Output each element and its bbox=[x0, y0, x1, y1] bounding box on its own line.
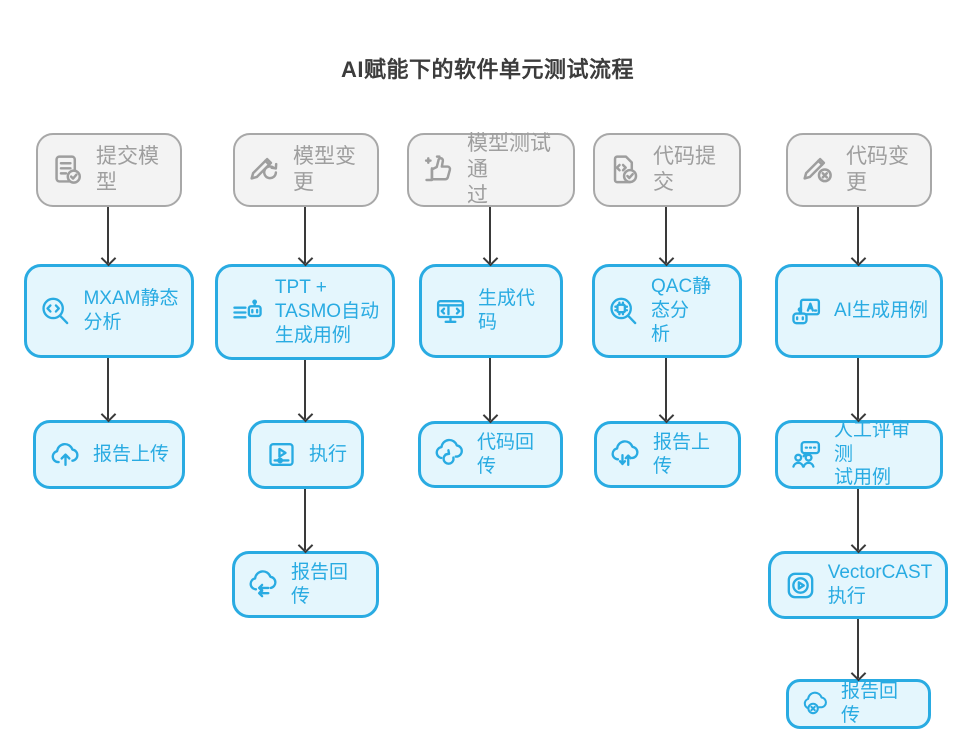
node-label: 模型变更 bbox=[293, 144, 356, 194]
flow-arrow bbox=[297, 489, 313, 554]
node-model-test-passed: 模型测试通 过 bbox=[407, 131, 575, 208]
cloud-x-icon bbox=[801, 690, 830, 719]
node-report-upload-2: 报告上传 bbox=[594, 421, 741, 488]
page-title: AI赋能下的软件单元测试流程 bbox=[340, 57, 634, 82]
node-report-return-1: 报告回传 bbox=[232, 551, 379, 618]
node-label: QAC静态分 析 bbox=[651, 276, 712, 345]
code-search-icon bbox=[39, 295, 72, 328]
node-label: 模型测试通 过 bbox=[467, 131, 551, 208]
node-label: 执行 bbox=[308, 443, 347, 465]
cloud-updown-icon bbox=[609, 438, 642, 471]
test-list-robot-icon bbox=[231, 296, 264, 329]
flow-arrow bbox=[297, 207, 313, 267]
flow-arrow bbox=[850, 207, 866, 267]
node-report-return-2: 报告回传 bbox=[786, 679, 931, 729]
node-code-commit: 代码提交 bbox=[593, 133, 741, 207]
thumbs-up-icon bbox=[421, 153, 456, 188]
people-review-icon bbox=[790, 438, 823, 471]
node-report-upload-1: 报告上传 bbox=[33, 420, 185, 489]
node-mxam-static-analysis: MXAM静态 分析 bbox=[24, 264, 194, 358]
flow-arrow bbox=[297, 360, 313, 423]
node-label: 报告回传 bbox=[291, 561, 349, 607]
flow-arrow bbox=[100, 207, 116, 267]
chip-search-icon bbox=[607, 295, 640, 328]
node-tpt-tasmo-generate: TPT + TASMO自动 生成用例 bbox=[215, 264, 395, 360]
flow-arrow bbox=[658, 207, 674, 267]
node-submit-model: 提交模型 bbox=[36, 133, 182, 207]
node-execute: 执行 bbox=[248, 420, 364, 489]
flow-arrow bbox=[482, 207, 498, 267]
node-label: 提交模型 bbox=[96, 144, 159, 194]
node-code-return: 代码回传 bbox=[418, 421, 563, 488]
node-vectorcast-execute: VectorCAST 执行 bbox=[768, 551, 948, 619]
robot-screen-icon bbox=[790, 295, 823, 328]
pencil-x-icon bbox=[800, 153, 835, 188]
node-label: 生成代码 bbox=[478, 288, 536, 333]
node-label: 代码变更 bbox=[846, 144, 909, 194]
play-app-icon bbox=[784, 569, 817, 602]
node-label: TPT + TASMO自动 生成用例 bbox=[274, 277, 380, 346]
flow-arrow bbox=[100, 358, 116, 423]
play-video-icon bbox=[265, 438, 298, 471]
code-file-check-icon bbox=[607, 153, 642, 188]
cloud-upload-icon bbox=[49, 438, 82, 471]
document-check-icon bbox=[50, 153, 85, 188]
flow-arrow bbox=[850, 619, 866, 682]
flow-arrow bbox=[482, 358, 498, 424]
flow-arrow bbox=[850, 489, 866, 554]
node-label: 报告上传 bbox=[92, 443, 169, 465]
monitor-code-icon bbox=[434, 295, 467, 328]
node-manual-review-cases: 人工评审测 试用例 bbox=[775, 420, 943, 489]
node-label: 报告上传 bbox=[653, 431, 711, 477]
node-ai-generate-cases: AI生成用例 bbox=[775, 264, 943, 358]
node-label: 报告回传 bbox=[841, 681, 899, 726]
node-label: 人工评审测 试用例 bbox=[834, 419, 911, 489]
node-label: VectorCAST 执行 bbox=[827, 562, 933, 607]
node-label: AI生成用例 bbox=[834, 300, 928, 322]
node-label: 代码回传 bbox=[477, 431, 535, 477]
node-label: MXAM静态 分析 bbox=[83, 288, 179, 333]
cloud-sync-icon bbox=[433, 438, 466, 471]
node-model-change: 模型变更 bbox=[233, 133, 379, 207]
node-qac-static-analysis: QAC静态分 析 bbox=[592, 264, 742, 358]
node-label: 代码提交 bbox=[653, 144, 716, 194]
pencil-refresh-icon bbox=[247, 153, 282, 188]
flow-arrow bbox=[850, 358, 866, 423]
flow-arrow bbox=[658, 358, 674, 424]
node-generate-code: 生成代码 bbox=[419, 264, 563, 358]
node-code-change: 代码变更 bbox=[786, 133, 932, 207]
cloud-return-icon bbox=[247, 568, 280, 601]
